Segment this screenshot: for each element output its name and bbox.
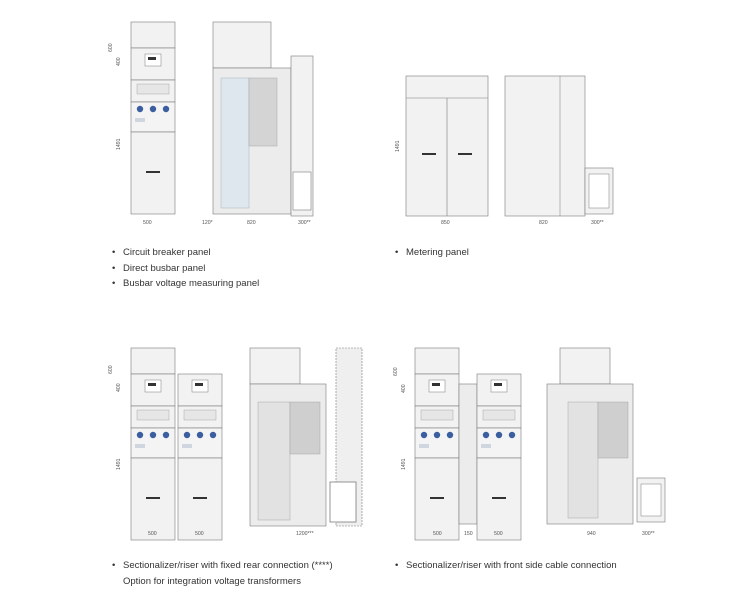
dim-label: 400 xyxy=(116,57,122,66)
dim-label: 600 xyxy=(108,365,114,374)
dim-label: 1200*** xyxy=(296,531,314,537)
caption-subtext: Option for integration voltage transform… xyxy=(123,575,301,587)
dim-label: 150 xyxy=(464,531,473,537)
dim-label: 1491 xyxy=(401,458,407,470)
caption-item: Sectionalizer/riser with fixed rear conn… xyxy=(112,558,333,574)
dim-label: 500 xyxy=(433,531,442,537)
dim-label: 1491 xyxy=(116,138,122,150)
caption-group-1: Circuit breaker panel Direct busbar pane… xyxy=(112,245,259,292)
circuit-breaker-side-view xyxy=(212,21,314,217)
metering-front-view xyxy=(405,75,489,217)
dim-label: 300** xyxy=(298,220,311,226)
sectionalizer-rear-side-view xyxy=(249,347,363,527)
dim-label: 940 xyxy=(587,531,596,537)
dim-label: 820 xyxy=(539,220,548,226)
metering-side-view xyxy=(504,75,614,217)
dim-label: 300** xyxy=(642,531,655,537)
dim-label: 600 xyxy=(108,43,114,52)
dim-label: 400 xyxy=(401,384,407,393)
dim-label: 600 xyxy=(393,367,399,376)
dim-label: 400 xyxy=(116,383,122,392)
dim-label: 120* xyxy=(202,220,213,226)
dim-label: 1491 xyxy=(116,458,122,470)
caption-item: Sectionalizer/riser with front side cabl… xyxy=(395,558,617,574)
caption-item: Circuit breaker panel xyxy=(112,245,259,261)
dim-label: 500 xyxy=(494,531,503,537)
caption-item: Busbar voltage measuring panel xyxy=(112,276,259,292)
circuit-breaker-front-view xyxy=(130,21,176,215)
sectionalizer-front-front-view xyxy=(414,347,522,541)
caption-item: Direct busbar panel xyxy=(112,261,259,277)
dim-label: 850 xyxy=(441,220,450,226)
sectionalizer-rear-front-view xyxy=(130,347,223,541)
dim-label: 500 xyxy=(143,220,152,226)
dim-label: 1491 xyxy=(395,140,401,152)
caption-group-2: Metering panel xyxy=(395,245,469,261)
dim-label: 300** xyxy=(591,220,604,226)
sectionalizer-front-side-view xyxy=(546,347,666,525)
caption-group-4: Sectionalizer/riser with front side cabl… xyxy=(395,558,617,574)
dim-label: 820 xyxy=(247,220,256,226)
dim-label: 500 xyxy=(195,531,204,537)
dim-label: 500 xyxy=(148,531,157,537)
caption-group-3: Sectionalizer/riser with fixed rear conn… xyxy=(112,558,333,589)
caption-item: Metering panel xyxy=(395,245,469,261)
